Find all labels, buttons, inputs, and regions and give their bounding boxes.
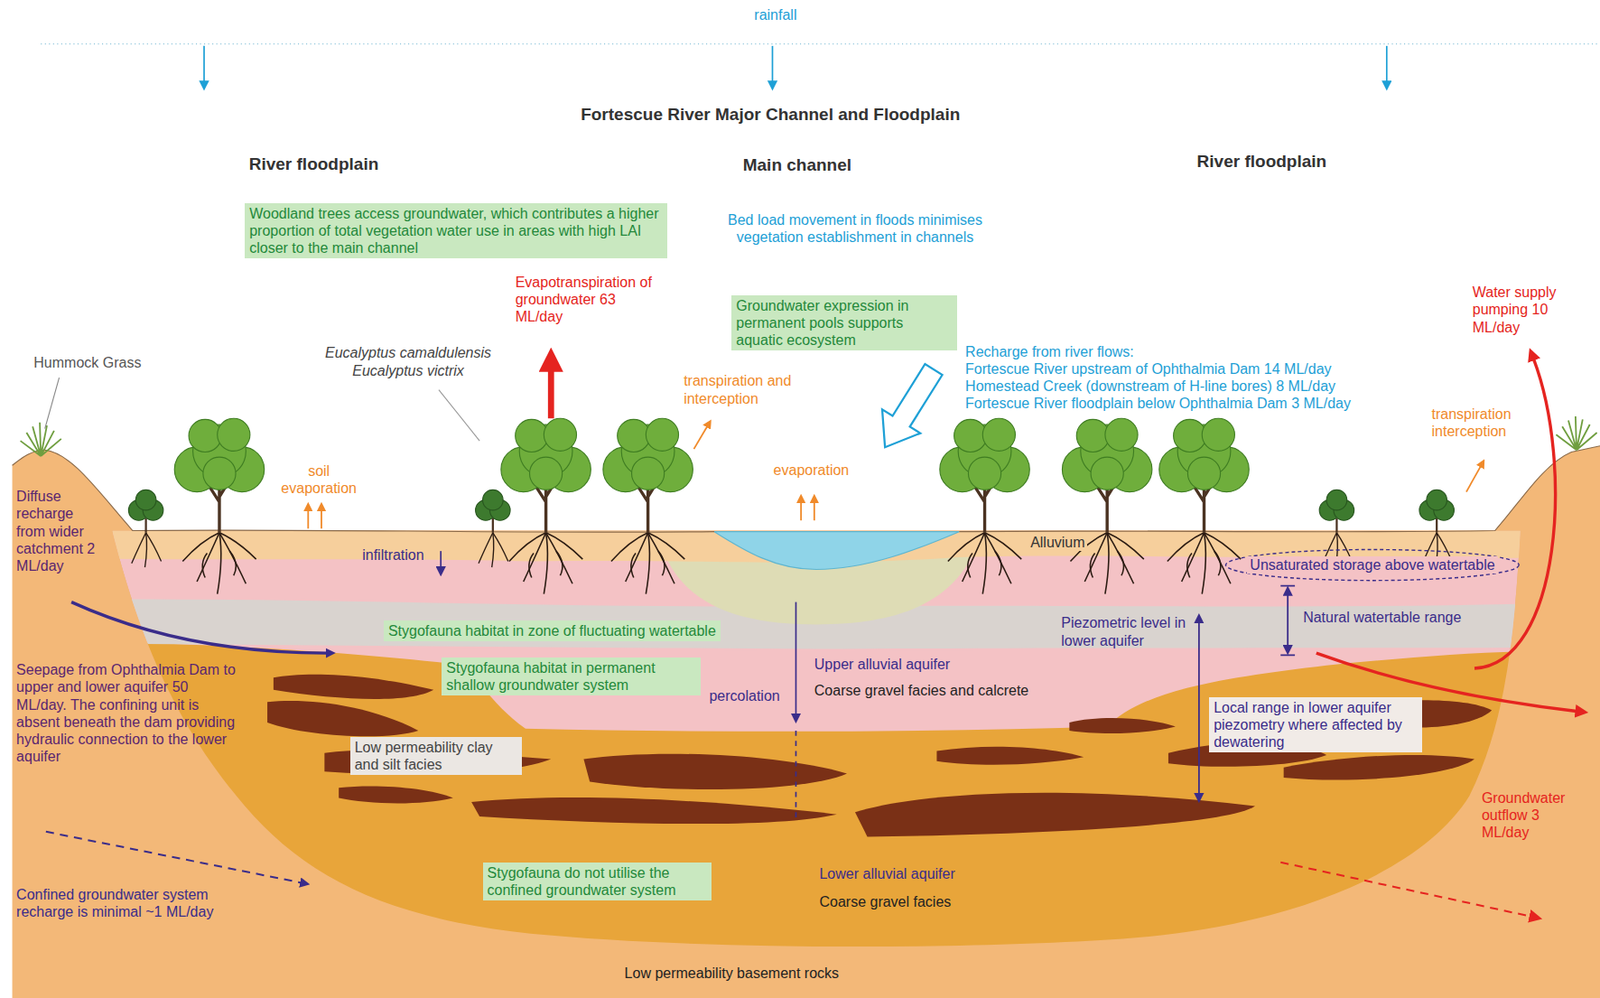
transpiration-arrow bbox=[693, 426, 707, 449]
highlight-box: Stygofauna do not utilise the confined g… bbox=[483, 862, 712, 901]
box-text: Local range in lower aquifer piezometry … bbox=[1213, 698, 1418, 752]
clay-lens bbox=[855, 792, 1256, 838]
transpiration-arrow bbox=[1466, 465, 1481, 492]
rain-arrow bbox=[203, 46, 205, 83]
clay-lens bbox=[267, 700, 419, 736]
diffuse-recharge-arrow bbox=[71, 602, 327, 653]
box-text: Stygofauna habitat in zone of fluctuatin… bbox=[388, 622, 717, 640]
confined-recharge-arrow bbox=[46, 831, 302, 883]
pumping-arrow bbox=[1474, 359, 1556, 669]
highlight-box: Woodland trees access groundwater, which… bbox=[244, 203, 668, 260]
evaporation-arrow bbox=[813, 502, 816, 521]
annotation-label: Seepage from Ophthalmia Dam to upper and… bbox=[16, 660, 236, 765]
highlight-box: Local range in lower aquifer piezometry … bbox=[1209, 697, 1423, 754]
clay-lens bbox=[936, 746, 1084, 765]
highlight-box: Stygofauna habitat in zone of fluctuatin… bbox=[383, 620, 721, 642]
rain-line bbox=[40, 43, 1600, 45]
piezometric-range-arrow bbox=[1198, 622, 1200, 794]
evaporation-arrow bbox=[800, 502, 802, 521]
rain-arrow bbox=[772, 46, 774, 83]
storage-ellipse: Unsaturated storage above watertable bbox=[1224, 548, 1521, 582]
percolation-dashed bbox=[795, 730, 798, 822]
deep-outflow-arrow bbox=[1280, 862, 1531, 917]
shrub bbox=[128, 489, 163, 568]
annotation-label: evaporation bbox=[773, 461, 850, 479]
annotation-label: Fortescue River floodplain below Ophthal… bbox=[965, 394, 1351, 412]
box-text: Stygofauna do not utilise the confined g… bbox=[487, 864, 707, 899]
annotation-label: Alluvium bbox=[1028, 533, 1087, 551]
leader-line bbox=[45, 377, 60, 428]
annotation-label: Fortescue River upstream of Ophthalmia D… bbox=[965, 360, 1332, 378]
lower-aquifer bbox=[0, 510, 1600, 998]
clay-lens bbox=[471, 797, 838, 824]
tree bbox=[1061, 418, 1152, 594]
tree bbox=[603, 418, 693, 594]
rain-arrow bbox=[1386, 46, 1388, 83]
annotation-label: Eucalyptus victrix bbox=[306, 362, 511, 380]
annotation-label: Hummock Grass bbox=[33, 353, 141, 372]
annotation-label: Groundwater outflow 3 ML/day bbox=[1481, 789, 1584, 842]
annotation-label: River floodplain bbox=[1197, 151, 1328, 173]
tree bbox=[1159, 418, 1249, 594]
annotation-label: Eucalyptus camaldulensis bbox=[306, 344, 511, 362]
annotation-label: Coarse gravel facies and calcrete bbox=[814, 681, 1029, 699]
infiltration-arrow bbox=[439, 550, 442, 568]
clay-lens bbox=[338, 786, 454, 804]
clay-lens bbox=[1283, 754, 1475, 781]
annotation-label: percolation bbox=[708, 687, 780, 705]
shrub bbox=[475, 489, 511, 568]
annotation-label: Low permeability basement rocks bbox=[624, 964, 839, 982]
annotation-label: Coarse gravel facies bbox=[818, 893, 951, 911]
annotation-label: Piezometric level in lower aquifer bbox=[1060, 613, 1186, 649]
evapotranspiration-arrow bbox=[548, 369, 555, 419]
box-text: Woodland trees access groundwater, which… bbox=[249, 204, 663, 258]
box-text: Groundwater expression in permanent pool… bbox=[735, 297, 953, 350]
highlight-box: Groundwater expression in permanent pool… bbox=[731, 295, 958, 352]
leader-line bbox=[438, 390, 480, 441]
annotation-label: Lower alluvial aquifer bbox=[818, 865, 955, 883]
box-text: Low permeability clay and silt facies bbox=[354, 738, 519, 773]
annotation-label: soil evaporation bbox=[269, 462, 367, 497]
diagram-title: Fortescue River Major Channel and Floodp… bbox=[580, 104, 960, 126]
tree bbox=[174, 418, 264, 594]
range-ticks bbox=[1280, 586, 1295, 656]
box-text: Unsaturated storage above watertable bbox=[1246, 556, 1498, 574]
tree bbox=[501, 418, 591, 594]
watertable-range-arrow bbox=[1286, 595, 1289, 646]
tree bbox=[939, 418, 1030, 594]
annotation-label: River floodplain bbox=[249, 154, 380, 176]
clay-lens bbox=[583, 753, 847, 790]
annotation-label: Evapotranspiration of groundwater 63 ML/… bbox=[515, 273, 654, 326]
annotation-label: Water supply pumping 10 ML/day bbox=[1472, 283, 1570, 336]
annotation-label: Confined groundwater system recharge is … bbox=[16, 885, 246, 921]
percolation-arrow bbox=[795, 602, 798, 715]
annotation-label: Homestead Creek (downstream of H-line bo… bbox=[965, 377, 1336, 395]
hummock-grass bbox=[20, 422, 62, 456]
annotation-label: infiltration bbox=[362, 546, 424, 564]
annotation-label: Main channel bbox=[743, 155, 852, 177]
annotation-label: transpiration and interception bbox=[683, 372, 809, 407]
clay-lens bbox=[273, 674, 434, 699]
box-text: Stygofauna habitat in permanent shallow … bbox=[446, 659, 697, 694]
annotation-label: Upper alluvial aquifer bbox=[814, 655, 950, 673]
clay-lens bbox=[1069, 717, 1176, 734]
recharge-arrow bbox=[865, 357, 953, 460]
evaporation-arrow bbox=[320, 510, 323, 529]
annotation-label: Bed load movement in floods minimises ve… bbox=[702, 211, 1009, 246]
highlight-box: Low permeability clay and silt facies bbox=[350, 736, 523, 775]
ellipse-outline bbox=[1226, 548, 1520, 580]
annotation-label: Natural watertable range bbox=[1302, 608, 1461, 626]
annotation-label: rainfall bbox=[714, 6, 838, 24]
annotation-label: Diffuse recharge from wider catchment 2 … bbox=[16, 487, 101, 575]
evaporation-arrow bbox=[306, 510, 309, 529]
alluvial-basin bbox=[0, 510, 1600, 998]
annotation-label: Recharge from river flows: bbox=[965, 343, 1135, 361]
river-pool bbox=[714, 531, 959, 570]
annotation-label: transpiration interception bbox=[1432, 405, 1525, 440]
highlight-box: Stygofauna habitat in permanent shallow … bbox=[441, 657, 701, 696]
hummock-grass bbox=[1555, 416, 1597, 450]
